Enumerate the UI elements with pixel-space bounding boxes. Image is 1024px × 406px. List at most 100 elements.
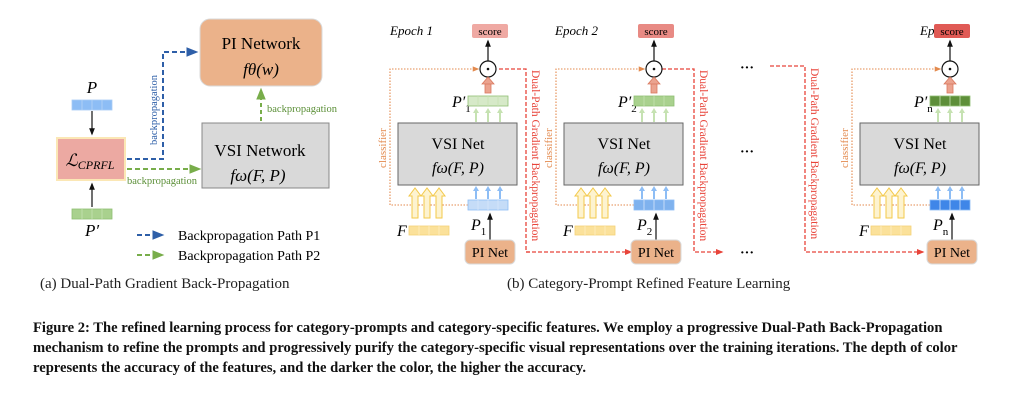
vsi-output-arrowhead [497, 108, 503, 113]
prompt-input-arrowhead [947, 186, 953, 191]
p-prime-label: P′1 [451, 94, 471, 115]
p-label: Pn [932, 217, 949, 238]
p-prime-label: P′2 [617, 94, 637, 115]
vsi-network-box: VSI Network fω(F, P) [201, 122, 330, 189]
legend: Backpropagation Path P1 Backpropagation … [137, 229, 320, 264]
dot-product-center [486, 67, 490, 71]
pi-net-box [630, 239, 682, 265]
vsi-net-formula: fω(F, P) [894, 160, 946, 177]
ellipsis-middle: ··· [740, 145, 754, 160]
prompt-p-prime-vector [71, 208, 113, 220]
vsi-output-arrowhead [663, 108, 669, 113]
vsi-output-arrowhead [935, 108, 941, 113]
p-label: P2 [636, 217, 652, 238]
epoch-title: Epoch 1 [389, 23, 433, 38]
score-box [472, 24, 508, 38]
prompt-input-arrowhead [473, 186, 479, 191]
loss-label: ℒCPRFL [66, 151, 115, 172]
dual-path-label-2: Dual-Path Gradient Backpropagation [697, 70, 709, 241]
feature-input-arrow [882, 187, 896, 219]
prompt-input-arrowhead [485, 186, 491, 191]
fusion-arrow-head [943, 76, 957, 85]
p-label: P1 [470, 217, 486, 238]
green-backprop-label-horizontal: backpropagation [127, 176, 198, 187]
fusion-arrow-head [647, 76, 661, 85]
figure-caption: Figure 2: The refined learning process f… [33, 318, 998, 378]
panel-b: Dual-Path Gradient Backpropagation Dual-… [377, 23, 980, 265]
vsi-net-title: VSI Net [432, 136, 485, 153]
fusion-arrow-shaft [946, 82, 954, 94]
fusion-arrow-shaft [650, 82, 658, 94]
green-backprop-label-vertical: backpropagation [267, 104, 338, 115]
dual-path-line-epoch2 [662, 68, 724, 256]
loss-box: ℒCPRFL [56, 137, 126, 181]
feature-input-arrow [574, 187, 588, 219]
vsi-net-formula: fω(F, P) [432, 160, 484, 177]
prompt-p-prime-label: P′ [84, 221, 99, 240]
pi-net-label: PI Net [638, 246, 674, 261]
fusion-arrow-shaft [484, 82, 492, 94]
feature-input-arrow [586, 187, 600, 219]
vsi-net-box [397, 122, 518, 186]
feature-input-arrow [894, 187, 908, 219]
figure-caption-text: The refined learning process for categor… [33, 320, 958, 376]
vsi-net-title: VSI Net [894, 136, 947, 153]
feature-input-arrow [432, 187, 446, 219]
pi-net-box [926, 239, 978, 265]
dot-product-center [948, 67, 952, 71]
feature-input-arrow [870, 187, 884, 219]
pi-net-label: PI Net [934, 246, 970, 261]
score-label: score [940, 26, 963, 38]
panel-a: PI Network fθ(w) VSI Network fω(F, P) ℒC… [56, 18, 338, 264]
vsi-net-title: VSI Net [598, 136, 651, 153]
legend-item-p2: Backpropagation Path P2 [178, 249, 320, 264]
feature-f-label: F [858, 223, 869, 240]
prompt-input-arrowhead [497, 186, 503, 191]
pi-net-box [464, 239, 516, 265]
prompt-input-arrowhead [639, 186, 645, 191]
pi-net-label: PI Net [472, 246, 508, 261]
vsi-output-arrowhead [947, 108, 953, 113]
p-prime-label: P′n [913, 94, 933, 115]
prompt-input-arrowhead [651, 186, 657, 191]
score-box [638, 24, 674, 38]
prompt-p-label: P [86, 78, 97, 97]
classifier-label: classifier [543, 128, 555, 168]
vsi-network-title: VSI Network [214, 141, 306, 160]
classifier-label: classifier [377, 128, 389, 168]
dual-path-line-epochn [770, 65, 925, 256]
dual-path-label-1: Dual-Path Gradient Backpropagation [529, 70, 541, 241]
prompt-input-arrowhead [663, 186, 669, 191]
figure-diagram: PI Network fθ(w) VSI Network fω(F, P) ℒC… [56, 18, 980, 265]
prompt-p-vector [71, 99, 113, 111]
vsi-output-arrowhead [485, 108, 491, 113]
pi-network-formula: fθ(w) [243, 60, 279, 79]
blue-backprop-path [127, 47, 199, 160]
vsi-network-formula: fω(F, P) [230, 166, 285, 185]
dot-product-center [652, 67, 656, 71]
fusion-arrow-head [481, 76, 495, 85]
feature-f-label: F [396, 223, 407, 240]
blue-backprop-label: backpropagation [149, 74, 160, 145]
panel-b-caption: (b) Category-Prompt Refined Feature Lear… [507, 276, 791, 292]
vsi-output-arrowhead [959, 108, 965, 113]
figure-caption-label: Figure 2: [33, 320, 90, 336]
panel-a-caption: (a) Dual-Path Gradient Back-Propagation [40, 276, 290, 292]
vsi-output-arrowhead [473, 108, 479, 113]
feature-input-arrow [408, 187, 422, 219]
prompt-input-arrowhead [959, 186, 965, 191]
legend-item-p1: Backpropagation Path P1 [178, 229, 320, 244]
dual-path-label-3: Dual-Path Gradient Backpropagation [808, 68, 820, 239]
pi-network-title: PI Network [222, 34, 301, 53]
classifier-label: classifier [839, 128, 851, 168]
feature-input-arrow [420, 187, 434, 219]
feature-input-arrow [598, 187, 612, 219]
vsi-net-formula: fω(F, P) [598, 160, 650, 177]
vsi-net-box [563, 122, 684, 186]
score-box [934, 24, 970, 38]
prompt-input-arrowhead [935, 186, 941, 191]
score-label: score [478, 26, 501, 38]
